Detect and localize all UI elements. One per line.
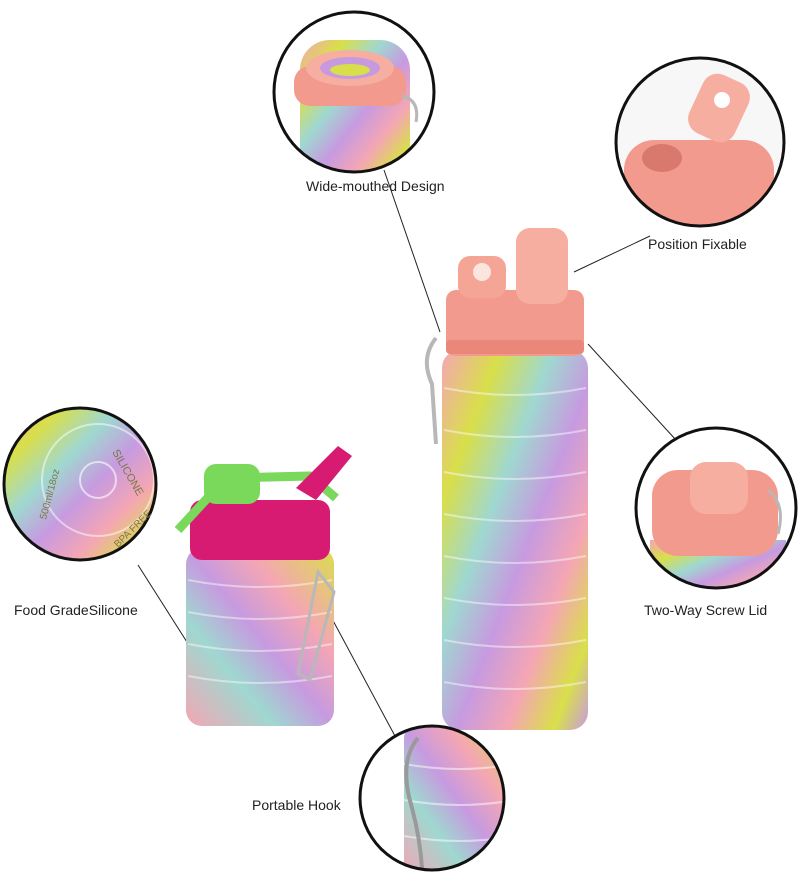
label-two-way-lid: Two-Way Screw Lid (644, 602, 768, 618)
food-grade-detail (2, 406, 158, 562)
position-fixable-detail (614, 56, 786, 228)
label-food-grade: Food GradeSilicone (14, 602, 138, 618)
label-portable-hook: Portable Hook (252, 797, 341, 813)
tall-bottle (424, 228, 588, 730)
wide-mouth-detail (272, 10, 436, 174)
screw-lid-detail (634, 426, 798, 590)
short-bottle (174, 446, 352, 726)
portable-hook-detail (358, 724, 506, 872)
label-position-fixable: Position Fixable (648, 236, 747, 252)
label-wide-mouth: Wide-mouthed Design (306, 178, 445, 194)
